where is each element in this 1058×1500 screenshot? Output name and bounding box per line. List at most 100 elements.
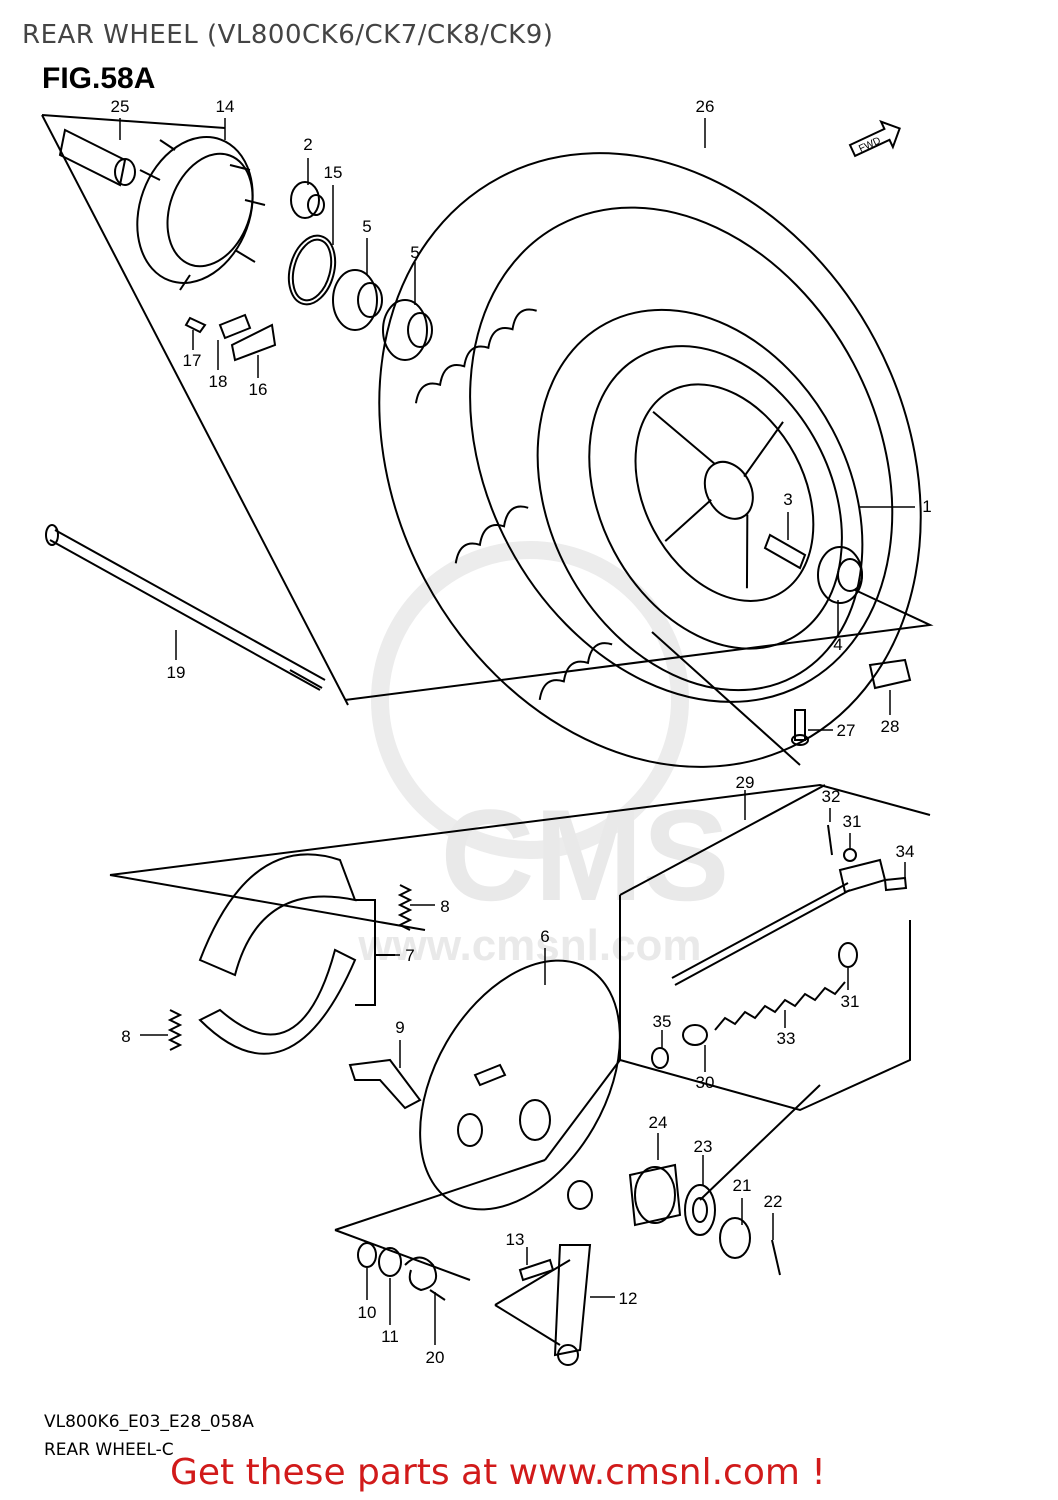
spacer-part-25 [58, 128, 136, 187]
valve-part-27 [791, 709, 809, 746]
spring-part-8b [167, 1009, 183, 1051]
callout-5b: 5 [410, 243, 419, 262]
washer-part-31b [838, 942, 858, 968]
diagram-subtitle: REAR WHEEL-C [44, 1440, 174, 1460]
guide-line [619, 895, 911, 1112]
callout-17: 17 [183, 351, 202, 370]
rim [536, 308, 864, 692]
axle-part-19 [45, 524, 326, 691]
callout-30: 30 [696, 1073, 715, 1092]
guide-line [41, 114, 349, 706]
callout-21: 21 [733, 1176, 752, 1195]
guide-line [651, 631, 801, 766]
guide-line [334, 1229, 471, 1281]
callout-13: 13 [506, 1230, 525, 1249]
callout-14: 14 [216, 97, 235, 116]
callout-1: 1 [922, 497, 931, 516]
collar-part-24 [628, 1163, 682, 1227]
nut-part-21 [719, 1217, 751, 1259]
callout-10: 10 [358, 1303, 377, 1322]
callout-33: 33 [777, 1029, 796, 1048]
spring-part-33 [714, 981, 846, 1031]
bearing-part-5a [332, 269, 383, 331]
callout-20: 20 [426, 1348, 445, 1367]
bolt-part-17 [184, 316, 207, 334]
cap-part-28 [868, 658, 912, 690]
callout-3: 3 [783, 490, 792, 509]
bearing-part-5b [382, 299, 433, 361]
lever-part-12 [553, 1244, 592, 1366]
joint-part-30 [682, 1024, 708, 1046]
callout-11: 11 [381, 1327, 399, 1346]
callout-24: 24 [649, 1113, 668, 1132]
tire [378, 152, 922, 768]
callout-31b: 31 [841, 992, 860, 1011]
watermark-main-text: CMS [441, 782, 730, 928]
callout-8a: 8 [440, 897, 449, 916]
callout-31a: 31 [843, 812, 862, 831]
callout-22: 22 [764, 1192, 783, 1211]
callout-25: 25 [111, 97, 130, 116]
fwd-label: FWD [857, 135, 882, 155]
spring-part-8a [397, 884, 413, 931]
callout-8b: 8 [121, 1027, 130, 1046]
brake-shoe-part-7a [198, 853, 357, 977]
diagram-code: VL800K6_E03_E28_058A [44, 1412, 254, 1432]
hub-part-14 [136, 136, 266, 291]
brake-shoe-part-7b [198, 948, 357, 1055]
guide-line [41, 114, 226, 129]
callouts: 1 2 3 4 5 5 6 7 8 8 9 10 11 12 13 14 15 … [111, 97, 932, 1367]
leader-lines [119, 118, 915, 1345]
pin-part-32 [827, 824, 833, 856]
callout-12: 12 [619, 1289, 638, 1308]
guide-line [544, 1059, 621, 1161]
figure-label: FIG.58A [42, 62, 156, 95]
guide-line [109, 783, 931, 876]
guide-line [494, 1259, 571, 1306]
guide-line [699, 1084, 821, 1201]
washer-part-23 [684, 1184, 716, 1236]
callout-28: 28 [881, 717, 900, 736]
callout-19: 19 [167, 663, 186, 682]
cam-part-9 [348, 1058, 422, 1110]
guide-line [494, 1304, 561, 1346]
callout-6: 6 [540, 927, 549, 946]
plate-part-16 [230, 323, 277, 362]
oring-part-15 [287, 234, 337, 306]
pin-part-22 [771, 1239, 781, 1276]
guide-line [109, 874, 426, 931]
callout-23: 23 [694, 1137, 713, 1156]
guide-line [619, 784, 826, 896]
circlip-part-10 [357, 1242, 377, 1268]
bolt-part-13 [518, 1258, 555, 1282]
fwd-arrow-icon: FWD [848, 119, 901, 158]
page-title: REAR WHEEL (VL800CK6/CK7/CK8/CK9) [22, 20, 554, 50]
callout-34: 34 [896, 842, 915, 861]
callout-18: 18 [209, 372, 228, 391]
sleeve-part-3 [763, 533, 807, 570]
bearing-part-4 [817, 546, 863, 604]
callout-35: 35 [653, 1012, 672, 1031]
washer-part-11 [378, 1247, 402, 1277]
callout-4: 4 [833, 635, 842, 654]
bolt-part-34 [883, 876, 908, 892]
callout-15: 15 [324, 163, 343, 182]
watermark: CMS www.cmsnl.com [357, 541, 730, 970]
brake-panel-part-6 [419, 959, 621, 1211]
nut-part-35 [651, 1047, 669, 1069]
guide-line [334, 1159, 546, 1231]
washer-part-31a [843, 848, 857, 862]
washer-part-18 [218, 313, 252, 340]
callout-32: 32 [822, 787, 841, 806]
callout-9: 9 [395, 1018, 404, 1037]
spring-part-20 [404, 1256, 446, 1301]
bushing-part-2 [290, 181, 325, 219]
callout-27: 27 [837, 721, 856, 740]
callout-7: 7 [405, 946, 414, 965]
callout-5a: 5 [362, 217, 371, 236]
callout-29: 29 [736, 773, 755, 792]
guide-line [344, 589, 934, 701]
callout-2: 2 [303, 135, 312, 154]
cta-link[interactable]: Get these parts at www.cmsnl.com ! [170, 1452, 826, 1493]
